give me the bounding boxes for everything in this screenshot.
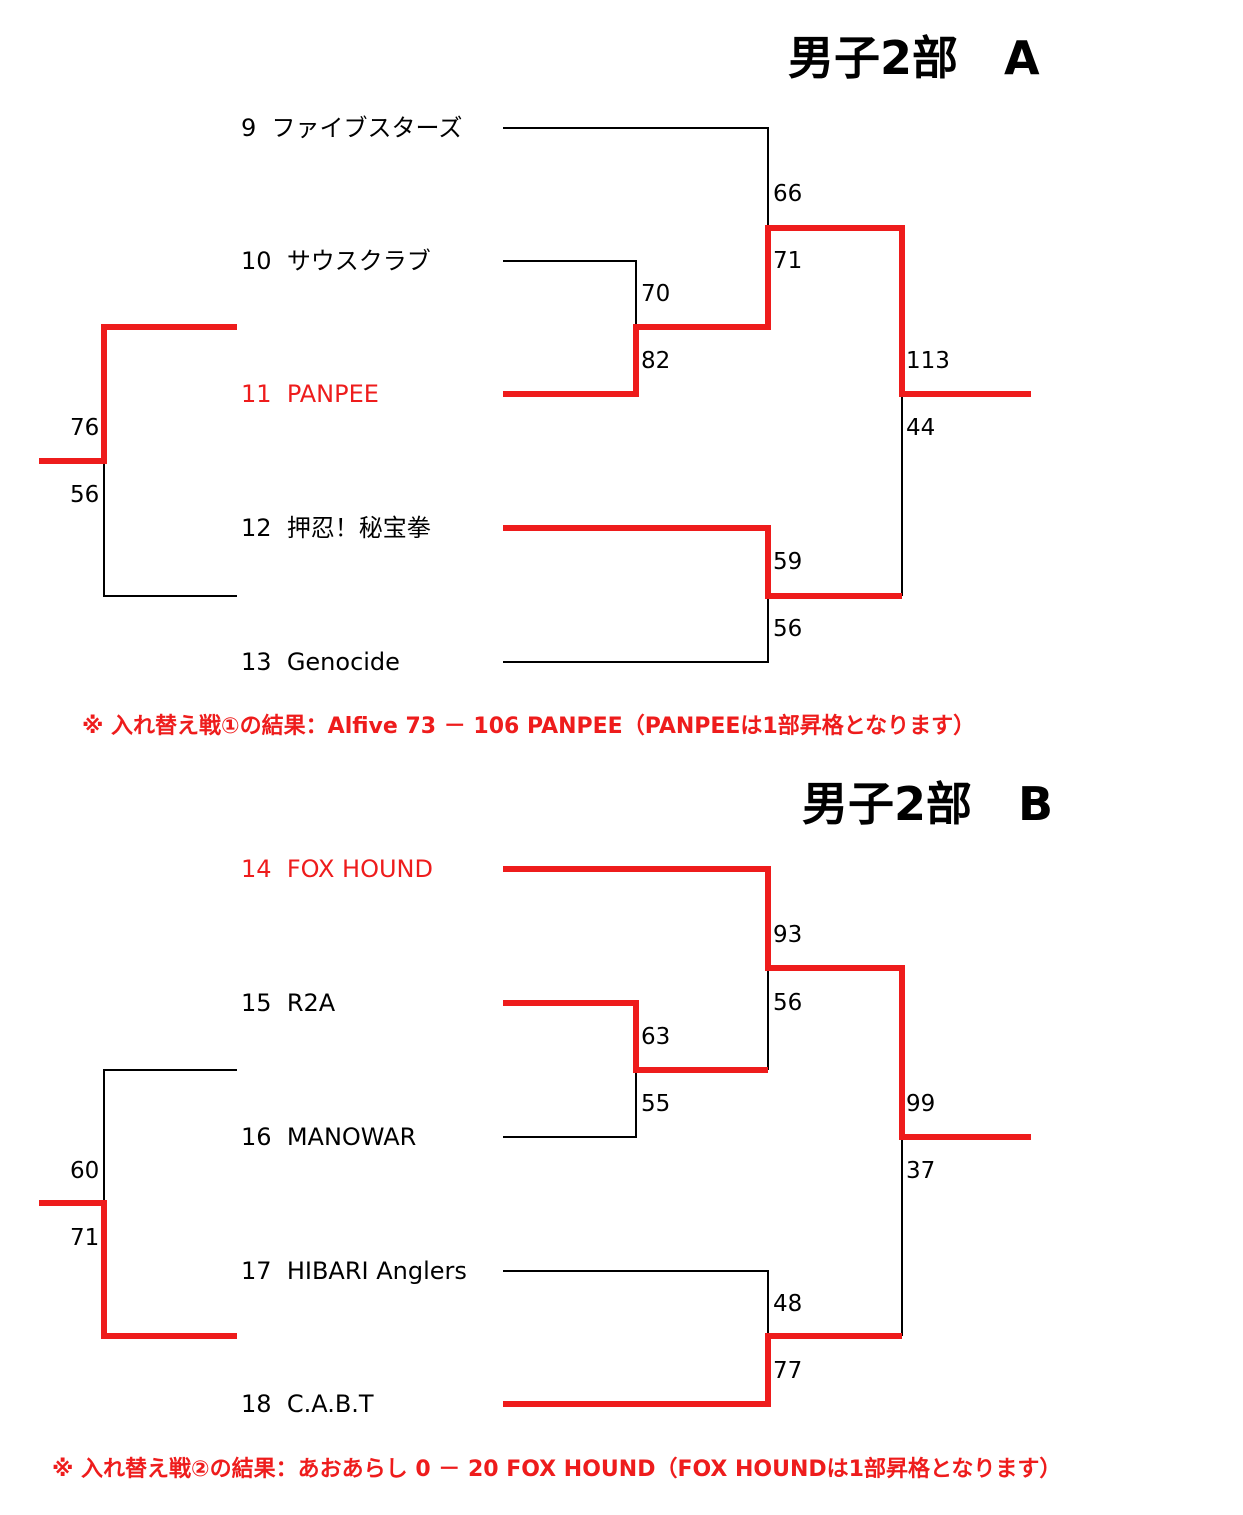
- score-a-m10v11-top: 70: [641, 281, 671, 307]
- win-line-r2a: [503, 1000, 768, 1073]
- score-a-final-top: 113: [906, 348, 950, 374]
- score-a-m12v13-top: 59: [773, 549, 803, 575]
- bracket-a-title: 男子2部 A: [788, 31, 1040, 85]
- score-a-m12v13-bottom: 56: [773, 616, 803, 642]
- bracket-b-title: 男子2部 B: [802, 777, 1054, 831]
- team-12: 12 押忍！秘宝拳: [241, 514, 431, 542]
- team-11: 11 PANPEE: [241, 380, 379, 408]
- line-team13: [503, 596, 769, 663]
- score-a-left-bottom: 56: [70, 482, 100, 508]
- win-line-left-b: [39, 1200, 237, 1339]
- bracket-b-lines: [39, 866, 1031, 1407]
- team-14: 14 FOX HOUND: [241, 855, 433, 883]
- line-team17: [503, 1270, 769, 1336]
- score-b-m15v16-top: 63: [641, 1024, 671, 1050]
- team-18: 18 C.A.B.T: [241, 1390, 374, 1418]
- score-a-m9-bottom: 71: [773, 248, 803, 274]
- win-line-cabt: [503, 1333, 902, 1407]
- score-b-left-bottom: 71: [70, 1225, 100, 1251]
- team-15: 15 R2A: [241, 989, 336, 1017]
- bracket-b-note: ※ 入れ替え戦②の結果：あおあらし 0 － 20 FOX HOUND（FOX H…: [52, 1457, 1062, 1482]
- score-b-left-top: 60: [70, 1158, 100, 1184]
- line-team9: [503, 127, 769, 228]
- line-team16: [503, 1070, 637, 1138]
- bracket-a-note: ※ 入れ替え戦①の結果：Alfive 73 － 106 PANPEE（PANPE…: [82, 714, 976, 739]
- line-left-top-b: [103, 1069, 237, 1203]
- score-b-m14-top: 93: [773, 922, 803, 948]
- score-b-m17v18-top: 48: [773, 1291, 803, 1317]
- win-line-left-a: [39, 324, 237, 464]
- team-13: 13 Genocide: [241, 648, 400, 676]
- line-left-bottom-a: [103, 461, 237, 597]
- line-team10: [503, 260, 637, 327]
- score-a-m10v11-bottom: 82: [641, 348, 671, 374]
- score-b-m14-bottom: 56: [773, 990, 803, 1016]
- team-16: 16 MANOWAR: [241, 1123, 417, 1151]
- score-b-m15v16-bottom: 55: [641, 1091, 671, 1117]
- team-10: 10 サウスクラブ: [241, 247, 431, 275]
- team-9: 9 ファイブスターズ: [241, 114, 463, 142]
- score-b-final-bottom: 37: [906, 1158, 936, 1184]
- bracket-a-lines: [39, 127, 1031, 663]
- score-a-final-bottom: 44: [906, 415, 936, 441]
- score-b-final-top: 99: [906, 1091, 936, 1117]
- score-a-left-top: 76: [70, 415, 100, 441]
- win-line-panpee: [503, 225, 1031, 397]
- score-a-m9-top: 66: [773, 181, 803, 207]
- score-b-m17v18-bottom: 77: [773, 1358, 803, 1384]
- win-line-team12: [503, 525, 902, 599]
- team-17: 17 HIBARI Anglers: [241, 1257, 467, 1285]
- win-line-foxhound: [503, 866, 1031, 1140]
